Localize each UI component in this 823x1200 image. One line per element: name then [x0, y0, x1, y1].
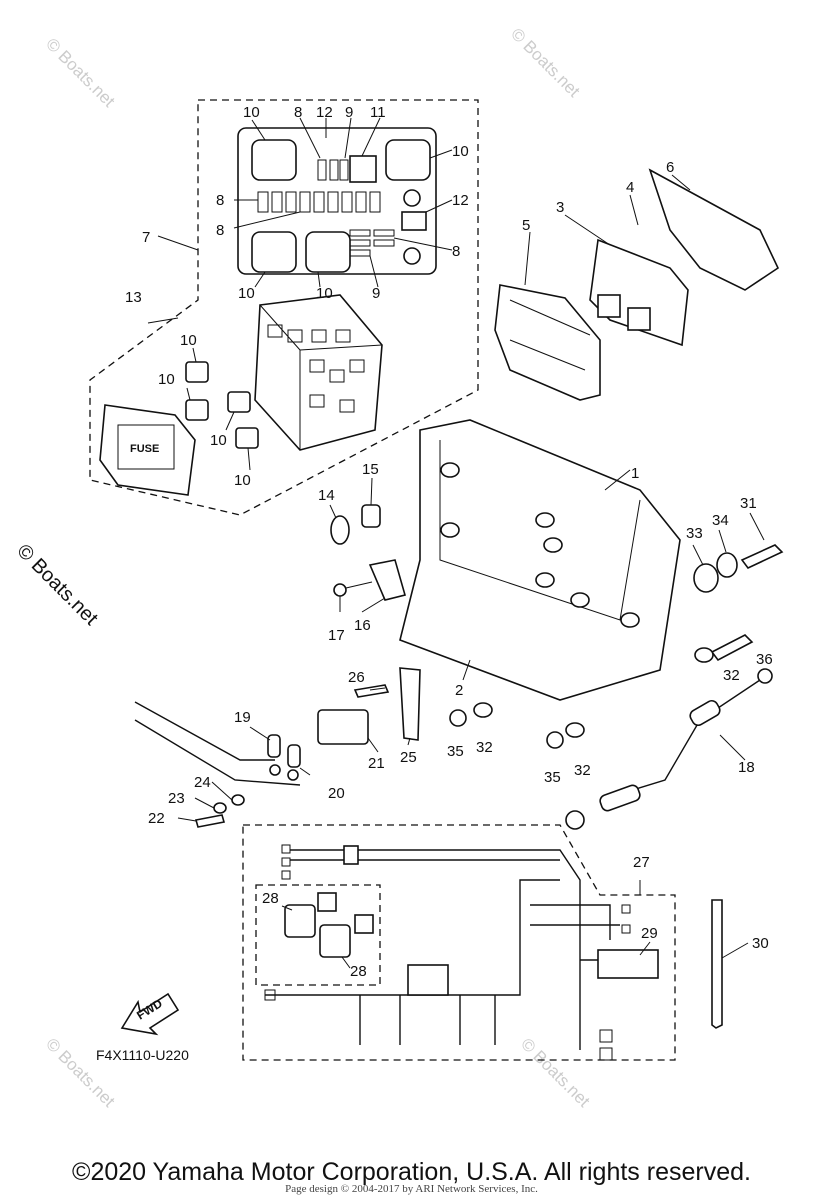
nut [449, 709, 467, 727]
watermark-bottom-left: © Boats.net [42, 1034, 119, 1111]
callout-27: 27 [633, 854, 650, 871]
callout-1: 1 [631, 465, 639, 482]
callout-16: 16 [354, 617, 371, 634]
callout-30: 30 [752, 935, 769, 952]
harness-group-outline [242, 824, 676, 1061]
callout-2: 2 [455, 682, 463, 699]
callout-24: 24 [194, 774, 211, 791]
cable-bolt [194, 814, 226, 828]
ecu-module [589, 238, 689, 347]
harness-relay [284, 904, 316, 938]
screw [333, 583, 347, 597]
callout-35: 35 [447, 743, 464, 760]
callout-35b: 35 [544, 769, 561, 786]
part-code: F4X1110-U220 [96, 1047, 189, 1063]
callout-5: 5 [522, 217, 530, 234]
sensor-cable [565, 668, 773, 830]
small-bracket [368, 559, 406, 601]
callout-9: 9 [345, 104, 353, 121]
callout-10g: 10 [210, 432, 227, 449]
fuse-lid-label: FUSE [130, 443, 159, 455]
fuse-box-group-outline [89, 99, 479, 516]
ecu-bracket [494, 284, 601, 401]
washer [716, 552, 738, 578]
battery-cables [134, 701, 301, 786]
callout-10h: 10 [234, 472, 251, 489]
callout-18: 18 [738, 759, 755, 776]
callout-32c: 32 [723, 667, 740, 684]
callout-10b: 10 [452, 143, 469, 160]
callout-20: 20 [328, 785, 345, 802]
callout-32b: 32 [574, 762, 591, 779]
grommet [330, 515, 350, 545]
callout-19: 19 [234, 709, 251, 726]
callout-21: 21 [368, 755, 385, 772]
callout-26: 26 [348, 669, 365, 686]
callout-28b: 28 [350, 963, 367, 980]
leader-lines [147, 117, 765, 969]
callout-13: 13 [125, 289, 142, 306]
callout-9b: 9 [372, 285, 380, 302]
callout-11: 11 [370, 104, 386, 121]
callout-10c: 10 [238, 285, 255, 302]
callout-10e: 10 [180, 332, 197, 349]
callout-8b: 8 [216, 192, 224, 209]
callout-23: 23 [168, 790, 185, 807]
relay-bolt [353, 684, 390, 698]
callout-8c: 8 [216, 222, 224, 239]
callout-3: 3 [556, 199, 564, 216]
callout-17: 17 [328, 627, 345, 644]
callout-10d: 10 [316, 285, 333, 302]
relay [317, 709, 369, 745]
electrical-box [399, 419, 681, 701]
callout-25: 25 [400, 749, 417, 766]
callout-10f: 10 [158, 371, 175, 388]
callout-34: 34 [712, 512, 729, 529]
harness-relay-2 [319, 924, 351, 958]
callout-7: 7 [142, 229, 150, 246]
callout-8: 8 [294, 104, 302, 121]
callout-28: 28 [262, 890, 279, 907]
callout-33: 33 [686, 525, 703, 542]
cover-bracket [648, 168, 780, 291]
collar [361, 504, 381, 528]
callout-12: 12 [316, 104, 333, 121]
callout-6: 6 [666, 159, 674, 176]
callout-22: 22 [148, 810, 165, 827]
callout-labels: 10 8 12 9 11 10 8 8 12 8 10 10 9 7 13 10… [96, 104, 773, 1063]
cable-tie [711, 899, 723, 1029]
fuse-box-exploded: FUSE [99, 294, 383, 496]
callout-4: 4 [626, 179, 634, 196]
callout-36: 36 [756, 651, 773, 668]
fuse-panel-top-view [237, 127, 437, 275]
wire-harness [264, 844, 659, 1061]
callout-15: 15 [362, 461, 379, 478]
callout-32: 32 [476, 739, 493, 756]
callout-14: 14 [318, 487, 335, 504]
callout-31: 31 [740, 495, 757, 512]
bolt [740, 544, 784, 570]
callout-29: 29 [641, 925, 658, 942]
callout-12b: 12 [452, 192, 469, 209]
copyright-notice: ©2020 Yamaha Motor Corporation, U.S.A. A… [72, 1158, 751, 1186]
watermark-top-right: © Boats.net [507, 24, 584, 101]
callout-8d: 8 [452, 243, 460, 260]
page-credit: Page design © 2004-2017 by ARI Network S… [285, 1183, 538, 1195]
relay-bracket [399, 667, 421, 741]
fwd-arrow-icon: FWD [120, 992, 180, 1036]
watermark-top-left: © Boats.net [42, 34, 119, 111]
bolt-36 [710, 634, 754, 662]
damper [693, 563, 719, 593]
nut-2 [546, 731, 564, 749]
callout-10: 10 [243, 104, 260, 121]
watermark-bottom-right: © Boats.net [517, 1034, 594, 1111]
